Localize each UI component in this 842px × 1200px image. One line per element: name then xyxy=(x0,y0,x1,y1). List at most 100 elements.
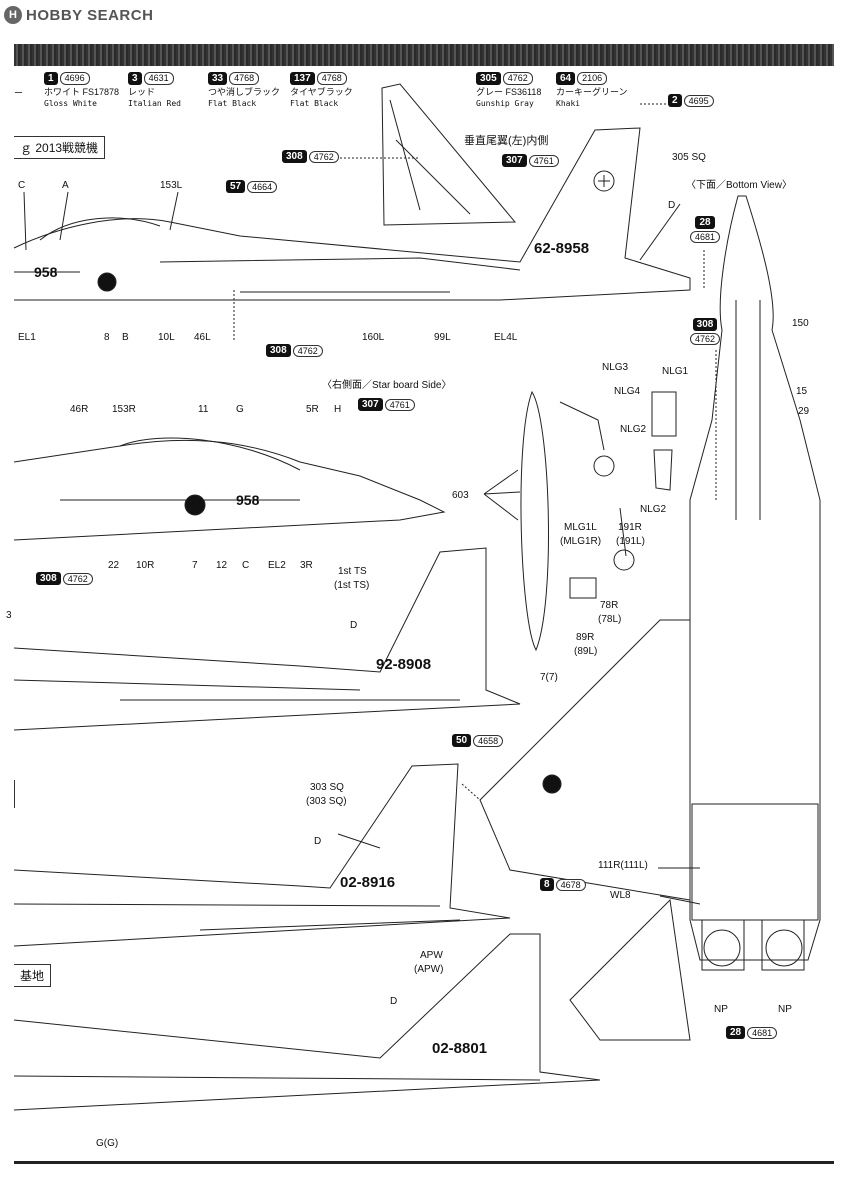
ref-num: 308 xyxy=(692,318,718,331)
callout-H: H xyxy=(334,404,342,415)
aircraft-side-view-1 xyxy=(13,127,691,301)
tail-number-2: 92-8908 xyxy=(376,656,432,673)
callout-3R: 3R xyxy=(300,560,313,571)
leader-lines xyxy=(233,103,717,801)
callout-3-cropped: 3 xyxy=(6,610,12,621)
aircraft-bottom-view xyxy=(689,195,821,971)
callout-NLG1: NLG1 xyxy=(662,366,689,377)
section-title-text: 2013戦競機 xyxy=(35,141,99,155)
swatch-num: 137 xyxy=(290,72,315,85)
ref-code: 4762 xyxy=(62,572,93,585)
callout-1stTS: 1st TS xyxy=(338,566,367,577)
wing-plan-view xyxy=(479,619,691,1041)
section-title-base: 基地 xyxy=(14,964,52,987)
callout-G-G: G(G) xyxy=(96,1138,119,1149)
swatch-num: 305 xyxy=(476,72,501,85)
paint-ref-308-c: 308 4762 xyxy=(690,318,721,345)
aircraft-side-view-3 xyxy=(13,547,521,731)
swatch-num: 64 xyxy=(556,72,576,85)
callout-APW: APW xyxy=(420,950,443,961)
paint-swatch-0: ー xyxy=(14,72,38,99)
ref-num: 28 xyxy=(726,1026,746,1039)
bottom-view-heading: 〈下面／Bottom View〉 xyxy=(686,180,792,191)
swatch-num: 3 xyxy=(128,72,142,85)
callout-5R: 5R xyxy=(306,404,319,415)
callout-MLG1R: (MLG1R) xyxy=(560,536,602,547)
callout-15: 15 xyxy=(796,386,808,397)
tail-number-1: 62-8958 xyxy=(534,240,590,257)
swatch-code: 4762 xyxy=(502,72,533,85)
callout-D-4: D xyxy=(390,996,398,1007)
logo-text: HOBBY SEARCH xyxy=(26,6,154,24)
callout-603: 603 xyxy=(452,490,469,501)
hobby-search-logo: H HOBBY SEARCH xyxy=(4,4,153,26)
swatch-en: Flat Black xyxy=(290,99,339,108)
callout-89L: (89L) xyxy=(574,646,598,657)
ref-num: 57 xyxy=(226,180,246,193)
callout-EL2: EL2 xyxy=(268,560,286,571)
swatch-en: Flat Black xyxy=(208,99,257,108)
callout-D-3: D xyxy=(314,836,322,847)
callout-WL8: WL8 xyxy=(610,890,631,901)
callout-29: 29 xyxy=(798,406,810,417)
callout-D-2: D xyxy=(350,620,358,631)
ref-code: 4762 xyxy=(308,150,339,163)
callout-78L: (78L) xyxy=(598,614,622,625)
ref-num: 307 xyxy=(502,154,527,167)
section-title-prefix: ｇ xyxy=(20,141,36,155)
swatch-en: Gloss White xyxy=(44,99,97,108)
callout-NLG4: NLG4 xyxy=(614,386,641,397)
callout-B: B xyxy=(122,332,129,343)
callout-305SQ: 305 SQ xyxy=(672,152,706,163)
tail-number-3: 02-8916 xyxy=(340,874,396,891)
callout-303SQ: 303 SQ xyxy=(310,782,344,793)
callout-160L: 160L xyxy=(362,332,385,343)
swatch-jp: グレー FS36118 xyxy=(476,87,542,97)
ref-num: 308 xyxy=(282,150,307,163)
callout-46R: 46R xyxy=(70,404,89,415)
callout-78R: 78R xyxy=(600,600,619,611)
nose-number-2: 958 xyxy=(236,492,260,508)
swatch-num: 1 xyxy=(44,72,58,85)
ref-num: 308 xyxy=(266,344,291,357)
callout-12: 12 xyxy=(216,560,228,571)
callout-7-7: 7(7) xyxy=(540,672,558,683)
callout-303SQ-2: (303 SQ) xyxy=(306,796,347,807)
ref-num: 2 xyxy=(668,94,682,107)
callout-NLG3: NLG3 xyxy=(602,362,629,373)
ref-code: 4762 xyxy=(690,333,721,345)
ref-code: 4761 xyxy=(384,398,415,411)
callout-A: A xyxy=(62,180,69,191)
swatch-jp: レッド xyxy=(128,87,156,97)
callout-C-2: C xyxy=(242,560,250,571)
callout-C: C xyxy=(18,180,26,191)
ref-num: 307 xyxy=(358,398,383,411)
callout-46L: 46L xyxy=(194,332,211,343)
swatch-code: 2106 xyxy=(577,72,608,85)
swatch-en: Gunship Gray xyxy=(476,99,534,108)
pointer-lines xyxy=(23,191,701,905)
tail-number-4: 02-8801 xyxy=(432,1040,488,1057)
callout-NP-b: NP xyxy=(778,1004,792,1015)
ref-code: 4664 xyxy=(247,180,278,193)
callout-89R: 89R xyxy=(576,632,595,643)
ref-code: 4681 xyxy=(747,1026,778,1039)
callout-191R: 191R xyxy=(618,522,642,533)
callout-153L: 153L xyxy=(160,180,183,191)
callout-APW-2: (APW) xyxy=(414,964,444,975)
callout-153R: 153R xyxy=(112,404,136,415)
